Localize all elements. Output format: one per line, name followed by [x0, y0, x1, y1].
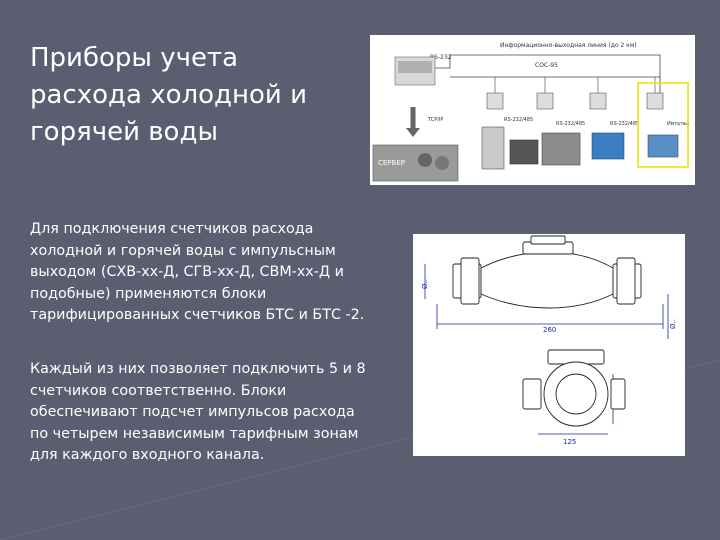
- slide-title: Приборы учета расхода холодной и горячей…: [30, 43, 307, 147]
- network-diagram: Информационно-выходная линия (до 2 км) R…: [370, 35, 695, 185]
- dim-left-label: Ø..: [421, 279, 429, 289]
- tcpip-label: TCP/IP: [427, 117, 443, 123]
- rs485-label-b: RS-232/485: [556, 121, 585, 127]
- meter-top-view: [522, 349, 626, 427]
- rs232-top-label: RS-232: [430, 54, 452, 61]
- converter-row: [486, 77, 664, 110]
- highlight-box: [637, 82, 689, 168]
- dim-length-label: 260: [543, 326, 556, 334]
- paragraph-capacity: Каждый из них позволяет подключить 5 и 8…: [30, 361, 366, 463]
- rs485-label-c: RS-232/485: [610, 121, 639, 127]
- coc-label: СОС-95: [535, 62, 558, 69]
- paragraph-connection: Для подключения счетчиков расхода холодн…: [30, 221, 365, 323]
- line-label: Информационно-выходная линия (до 2 км): [500, 42, 637, 49]
- meter-devices: [481, 126, 679, 170]
- meter-side-view: [452, 235, 642, 309]
- arrow-down-icon: [406, 128, 420, 137]
- server-label: СЕРВЕР: [378, 159, 405, 167]
- meter-technical-drawing: Ø.. 260 Ø.. 125 ...: [413, 234, 685, 456]
- dim-right-label: Ø..: [669, 319, 677, 329]
- dim-bottom-label: 125: [563, 438, 576, 446]
- impulse-label: Импульс: [667, 121, 690, 127]
- dimension-lines: [424, 264, 669, 435]
- rs485-label-a: RS-232/485: [504, 117, 533, 123]
